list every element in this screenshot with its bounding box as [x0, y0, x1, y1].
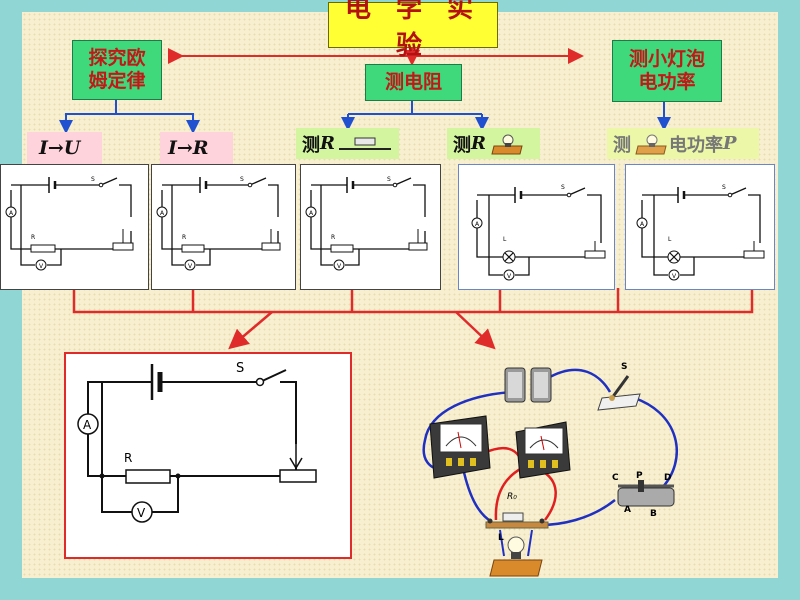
r0-label: R₀	[507, 492, 517, 502]
battery-pair	[504, 367, 552, 403]
circuit-card-2: S A R V	[151, 164, 296, 290]
bus-arrow-right	[455, 311, 496, 350]
sub-measure-r-lamp: 测 R	[447, 128, 540, 159]
bus-arrow-left	[228, 311, 273, 350]
measure-word: 测	[453, 134, 471, 156]
switch-label: S	[236, 361, 244, 376]
category-ohm-law: 探究欧 姆定律	[72, 40, 162, 100]
ammeter-label: A	[640, 221, 645, 228]
resistor-label: R	[331, 234, 335, 241]
category-resistance-label: 测电阻	[384, 71, 442, 93]
sub-i-r: I→R	[160, 132, 233, 164]
category-lamp-power-label: 测小灯泡 电功率	[628, 48, 705, 93]
voltmeter-label: V	[337, 263, 342, 270]
circuit-diagram-lamp: S A L V	[471, 184, 606, 281]
category-resistance: 测电阻	[365, 64, 462, 101]
sub-i-r-label: I→R	[168, 137, 209, 159]
resistor-label: R	[124, 451, 132, 465]
ammeter-label: A	[160, 210, 165, 217]
sub-i-u-label: I→U	[39, 137, 81, 159]
voltmeter-label: V	[137, 506, 146, 520]
voltmeter-device	[515, 421, 571, 479]
resistor-r0-board: R₀	[485, 492, 549, 529]
power-text: 电功率	[669, 134, 723, 156]
lamp-label: L	[503, 236, 507, 243]
large-circuit-card: S A R V	[64, 352, 352, 559]
voltmeter-label: V	[188, 263, 193, 270]
resistor-label: R	[182, 234, 186, 241]
circuit-diagram-lamp: S A L V	[636, 184, 765, 281]
rheostat-device: C P D A B	[612, 471, 675, 519]
switch-label: S	[387, 176, 391, 183]
circuit-diagram-resistor: S A R V	[305, 176, 428, 271]
circuit-diagram-resistor: S A R V	[5, 176, 134, 271]
sub-i-u: I→U	[27, 132, 102, 164]
category-lamp-power: 测小灯泡 电功率	[612, 40, 722, 102]
sub-measure-lamp-power: 测 电功率 P	[607, 128, 759, 159]
voltmeter-label: V	[672, 273, 677, 280]
bus-lines	[72, 288, 754, 314]
switch-label: S	[561, 184, 565, 191]
lamp-board-icon	[491, 134, 523, 154]
circuit-card-1: S A R V	[0, 164, 149, 290]
sub-measure-r-resistor: 测 R	[296, 128, 399, 159]
measure-word: 测	[302, 134, 320, 156]
resistor-component-icon	[338, 137, 391, 150]
ammeter-label: A	[475, 221, 480, 228]
circuit-card-3: S A R V	[300, 164, 441, 290]
circuit-diagram-resistor: S A R V	[156, 176, 281, 271]
switch-label: S	[91, 176, 95, 183]
measure-word: 测	[613, 134, 631, 156]
rheostat-label-b: B	[650, 509, 657, 519]
rheostat-label-a: A	[624, 505, 631, 515]
resistance-branch-lines	[348, 100, 482, 115]
lamp-photo-label: L	[498, 533, 504, 543]
switch-label: S	[240, 176, 244, 183]
switch-photo-label: S	[621, 362, 627, 372]
ammeter-device	[429, 415, 491, 479]
rheostat-label-d: D	[664, 473, 671, 483]
r-symbol: R	[320, 133, 335, 154]
category-ohm-law-label: 探究欧 姆定律	[88, 47, 146, 92]
lamp-board-icon	[635, 134, 667, 154]
rheostat-label-c: C	[612, 473, 619, 483]
lamp-board-device: L	[489, 529, 543, 577]
lamp-label: L	[668, 236, 672, 243]
voltmeter-label: V	[507, 273, 512, 280]
ammeter-label: A	[309, 210, 314, 217]
r-symbol: R	[471, 133, 486, 154]
ammeter-label: A	[9, 210, 14, 217]
voltmeter-label: V	[39, 263, 44, 270]
circuit-card-4: S A L V	[458, 164, 615, 290]
p-symbol: P	[723, 133, 737, 154]
ammeter-label: A	[83, 418, 92, 432]
knife-switch: S	[597, 362, 641, 411]
rheostat-label-p: P	[636, 471, 643, 481]
circuit-card-5: S A L V	[625, 164, 775, 290]
circuit-diagram-large: S A R V	[77, 361, 317, 523]
resistor-label: R	[31, 234, 35, 241]
switch-label: S	[722, 184, 726, 191]
